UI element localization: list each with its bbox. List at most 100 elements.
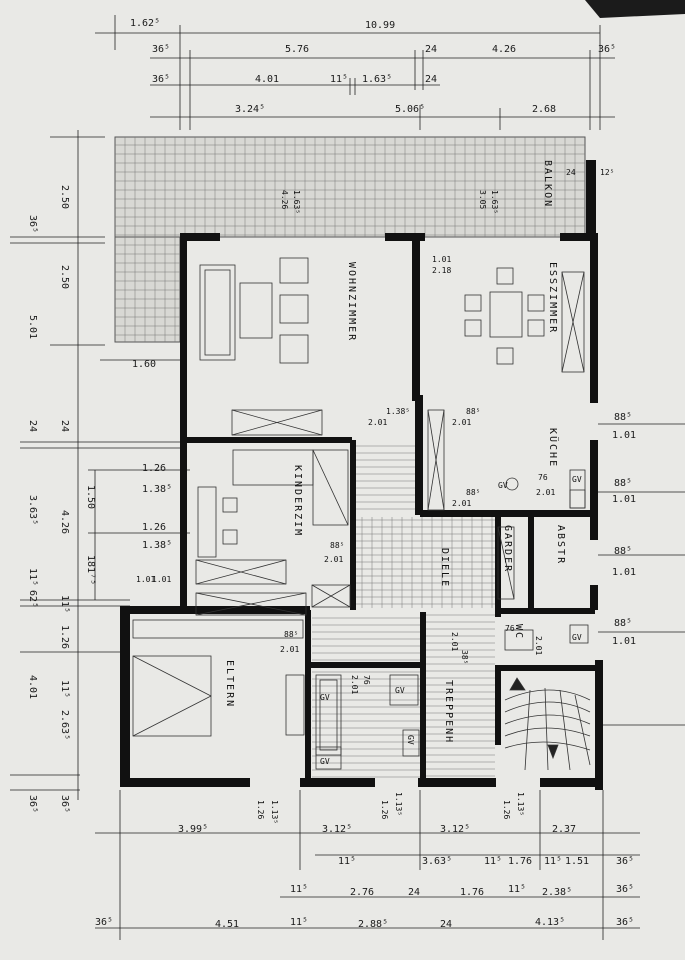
room-label-diele: DIELE [439,548,450,588]
right-dim-3: 88⁵ [614,546,632,557]
gv-label: GV [572,475,582,484]
furniture-bad [315,674,420,770]
wc-w: 76 [505,624,515,633]
dim-bot-3a: 11⁵ [290,884,308,895]
furniture-kinderzimmer [195,449,351,616]
el-door-h: 2.01 [280,645,299,654]
dim-bot-3c: 24 [408,887,420,898]
dim-left-b: 36⁵ [27,215,38,233]
dim-bot-1d: 2.37 [552,824,576,835]
dim-left-m: 11⁵ [59,595,70,613]
dim-bot-4d: 2.88⁵ [358,919,388,930]
room-label-wohnzimmer: WOHNZIMMER [346,262,357,342]
dim-left-g: 3.63⁵ [27,495,38,525]
dim-bot-1c: 3.12⁵ [440,824,470,835]
tr-w: 2.01 [450,632,459,651]
staircase [504,677,591,771]
right-dim-3b: 1.01 [612,567,636,578]
dim-top-2b: 5.76 [285,44,309,55]
wz-door-h: 2.01 [368,418,387,427]
dim-top-3d: 1.63⁵ [362,74,392,85]
furniture-eltern [132,619,305,737]
dim-top-1a: 1.62⁵ [130,18,160,29]
furniture-wc [504,624,589,651]
diele-floor-hatch [312,445,495,778]
dim-bot-4g: 36⁵ [616,917,634,928]
right-dim-1b: 1.01 [612,430,636,441]
dim-160: 1.60 [132,359,156,370]
gv-label: GV [395,686,405,695]
dim-bot-3g: 36⁵ [616,884,634,895]
kz-side-h: 1.01 [136,575,155,584]
kue-door-w: 88⁵ [466,488,480,497]
right-dim-4b: 1.01 [612,636,636,647]
dim-left-a: 2.50 [59,185,70,209]
kz-window-w2: 1.26 [142,522,166,533]
dim-bot-4a: 36⁵ [95,917,113,928]
gv-label: GV [320,757,330,766]
bot-window-h1: 1.26 [256,800,265,819]
dim-left-h: 4.26 [59,510,70,534]
room-label-kueche: KÜCHE [547,428,560,468]
dim-top-2e: 36⁵ [598,44,616,55]
dim-bot-2e: 11⁵ [544,856,562,867]
dim-bot-3b: 2.76 [350,887,374,898]
dim-left-s: 36⁵ [59,795,70,813]
dim-bot-2c: 11⁵ [484,856,502,867]
right-dim-2b: 1.01 [612,494,636,505]
dim-bot-1b: 3.12⁵ [322,824,352,835]
balkon-opening-h: 1.63⁵ [292,190,301,214]
dim-top-3e: 24 [425,74,437,85]
dim-top-2d: 4.26 [492,44,516,55]
bad-h: 2.01 [350,675,359,694]
dim-left-q: 4.01 [27,675,38,699]
dim-bot-3e: 11⁵ [508,884,526,895]
bot-window-h2: 1.26 [380,800,389,819]
room-label-garder: GARDER [502,525,513,573]
ess-opening-w: 1.01 [432,255,451,264]
dim-left-f: 24 [59,420,70,432]
dim-bot-2a: 11⁵ [338,856,356,867]
dim-top-4a: 3.24⁵ [235,104,265,115]
dim-left-n: 1.26 [59,625,70,649]
left-dimension-lines [10,130,190,800]
bot-window-w3: 1.13⁵ [516,792,525,816]
dim-left-e: 24 [27,420,38,432]
dim-bot-4b: 4.51 [215,919,239,930]
room-label-eltern: ELTERN [224,660,235,708]
kitchen-door-h: 2.01 [452,418,471,427]
room-label-esszimmer: ESSZIMMER [547,262,558,334]
dim-bot-4f: 4.13⁵ [535,917,565,928]
wz-door-w: 1.38⁵ [386,407,410,416]
photo-corner-shadow [585,0,685,18]
dim-top-3a: 36⁵ [152,74,170,85]
tr-h: 38⁵ [460,650,469,664]
kitchen-door-w: 88⁵ [466,407,480,416]
balkon-side-dim2: 24 [566,168,576,177]
dim-left-o: 11⁵ [59,680,70,698]
furniture-kueche [427,409,586,600]
room-label-balkon: BALKON [542,160,553,208]
dim-bot-4e: 24 [440,919,452,930]
wc-h: 2.01 [534,636,543,655]
balkon-opening-h2: 1.63⁵ [490,190,499,214]
dim-bot-2b: 3.63⁵ [422,856,452,867]
dim-top-3c: 11⁵ [330,74,348,85]
kz-window-w1: 1.26 [142,463,166,474]
dim-left-k: 11⁵ [27,568,38,586]
furniture-wohnzimmer [199,257,323,436]
kue-w1: 76 [538,473,548,482]
dim-left-d: 5.01 [27,315,38,339]
walls [120,160,603,790]
room-label-abstr: ABSTR [555,525,566,565]
balkon-side-dim: 12⁵ [600,168,614,177]
dim-top-3b: 4.01 [255,74,279,85]
bot-window-w2: 1.13⁵ [394,792,403,816]
kz-door-w: 88⁵ [330,541,344,550]
dim-top-2a: 36⁵ [152,44,170,55]
kz-window-h1: 1.38⁵ [142,484,172,495]
dim-left-l: 62⁵ [27,590,38,608]
furniture-esszimmer [464,267,585,373]
balkon-opening-w2: 3.05 [478,190,487,209]
